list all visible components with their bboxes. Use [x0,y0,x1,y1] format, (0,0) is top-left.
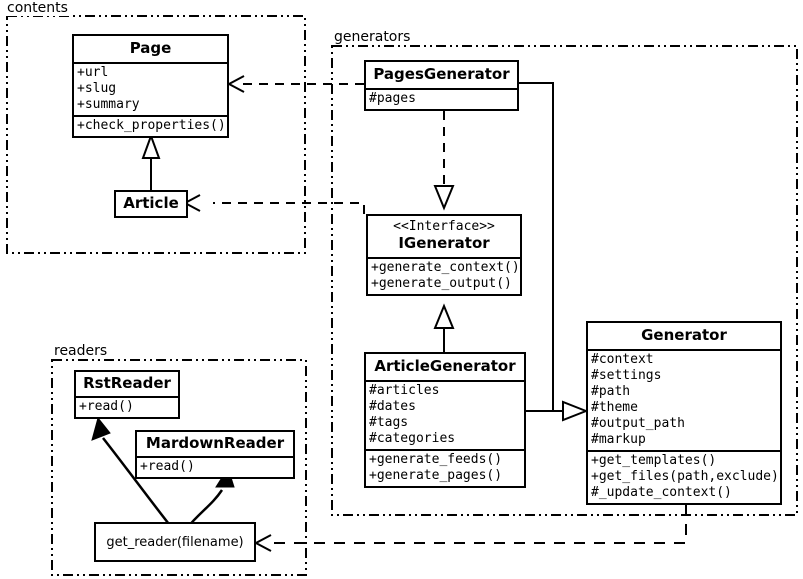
class-box-rstreader[interactable]: RstReader +read() [74,370,180,419]
class-attributes-page: +url +slug +summary [74,62,227,115]
relation-articlegenerator-to-igenerator [433,303,455,352]
class-box-mardownreader[interactable]: MardownReader +read() [135,430,295,479]
attribute-item: +summary [77,97,140,112]
attribute-item: #tags [369,415,409,430]
attribute-item: #path [591,384,631,399]
class-box-page[interactable]: Page +url +slug +summary +check_properti… [72,34,229,138]
relation-generators-to-article [182,194,365,214]
relation-generators-to-generator [519,82,589,422]
class-stereotype-igenerator: <<Interface>> [393,219,495,234]
method-item: +read() [140,459,195,474]
attribute-item: #categories [369,431,456,446]
attribute-item: #context [591,352,654,367]
class-methods-articlegenerator: +generate_feeds() +generate_pages() [366,449,524,486]
class-name-article: Article [123,194,179,212]
class-box-generator[interactable]: Generator #context #settings #path #them… [586,321,782,505]
function-box-get-reader[interactable]: get_reader(filename) [94,522,256,562]
method-item: #_update_context() [591,485,732,500]
method-item: +generate_context() [371,260,520,275]
class-methods-generator: +get_templates() +get_files(path,exclude… [588,450,780,503]
relation-pagesgenerator-to-page [226,75,364,93]
class-name-page: Page [129,39,172,57]
class-name-articlegenerator: ArticleGenerator [374,357,516,375]
attribute-item: #articles [369,383,440,398]
class-attributes-articlegenerator: #articles #dates #tags #categories [366,380,524,449]
attribute-item: #pages [369,91,416,106]
class-methods-mardownreader: +read() [137,456,293,477]
relation-generator-to-getreader [253,504,687,552]
attribute-item: #theme [591,400,638,415]
relation-pagesgenerator-to-igenerator [433,111,455,211]
class-methods-page: +check_properties() [74,115,227,136]
attribute-item: #dates [369,399,416,414]
attribute-item: +url [77,65,109,80]
attribute-item: #settings [591,368,662,383]
package-label-contents: contents [4,0,71,16]
attribute-item: #markup [591,432,646,447]
method-item: +read() [79,399,134,414]
class-attributes-pagesgenerator: #pages [366,88,517,109]
class-methods-igenerator: +generate_context() +generate_output() [368,257,520,294]
function-label-get-reader: get_reader(filename) [106,534,244,550]
class-box-igenerator[interactable]: <<Interface>> IGenerator +generate_conte… [366,214,522,296]
class-name-igenerator: IGenerator [398,234,490,252]
class-box-pagesgenerator[interactable]: PagesGenerator #pages [364,60,519,111]
package-label-generators: generators [331,29,414,45]
class-name-rstreader: RstReader [83,374,171,392]
method-item: +generate_output() [371,276,512,291]
class-name-mardownreader: MardownReader [145,434,285,452]
attribute-item: +slug [77,81,117,96]
method-item: +get_templates() [591,453,717,468]
class-name-pagesgenerator: PagesGenerator [373,65,510,83]
class-box-article[interactable]: Article [114,190,188,218]
method-item: +generate_feeds() [369,452,503,467]
class-methods-rstreader: +read() [76,396,178,417]
package-label-readers: readers [51,343,111,359]
class-box-articlegenerator[interactable]: ArticleGenerator #articles #dates #tags … [364,352,526,488]
method-item: +get_files(path,exclude) [591,469,779,484]
class-attributes-generator: #context #settings #path #theme #output_… [588,349,780,450]
class-name-generator: Generator [641,326,727,344]
attribute-item: #output_path [591,416,685,431]
method-item: +check_properties() [77,118,226,133]
method-item: +generate_pages() [369,468,503,483]
relation-article-to-page [141,133,161,190]
